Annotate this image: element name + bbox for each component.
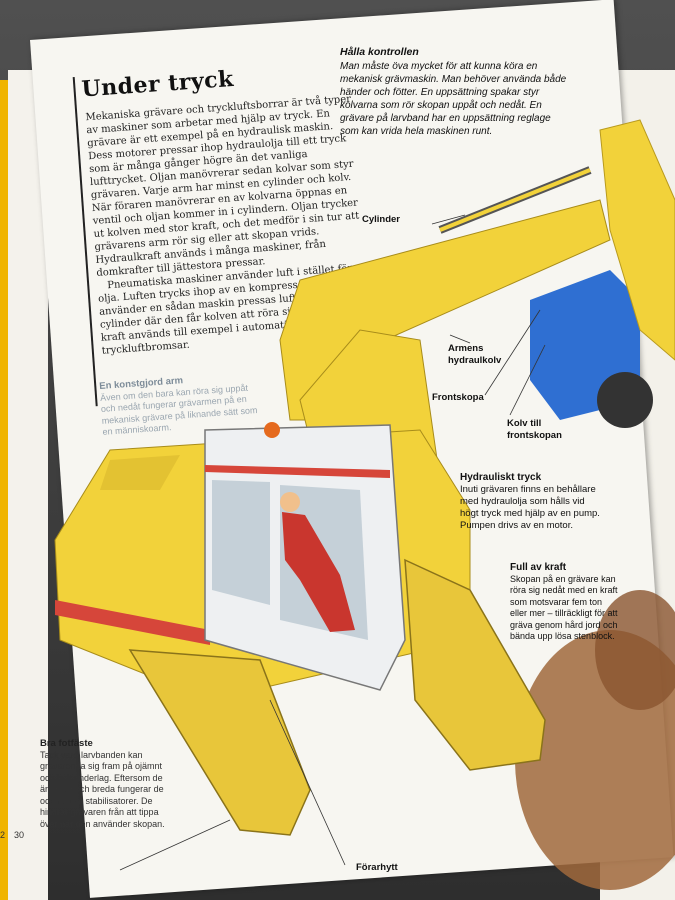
- caption-full-power-title: Full av kraft: [510, 562, 567, 573]
- caption-control-text: Man måste öva mycket för att kunna köra …: [340, 61, 567, 137]
- callout-lines: [119, 214, 546, 871]
- caption-full-power: Full av kraft Skopan på en grävare kan r…: [510, 562, 620, 643]
- caption-hydraulic-text: Inuti grävaren finns en behållare med hy…: [460, 484, 600, 531]
- caption-footing-text: Tack vare larvbanden kan grävaren ta sig…: [40, 749, 165, 829]
- callout-cab: Förarhytt: [356, 862, 398, 873]
- callout-arm-piston: Armens hydraulkolv: [448, 343, 502, 366]
- page-number: 30: [14, 830, 25, 840]
- caption-control: Hålla kontrollen Man måste öva mycket fö…: [340, 46, 570, 138]
- driver: [280, 492, 355, 632]
- tracks: [128, 558, 546, 836]
- cab: [204, 422, 406, 691]
- callout-cylinder: Cylinder: [362, 214, 401, 225]
- caption-control-title: Hålla kontrollen: [340, 46, 419, 58]
- caption-full-power-text: Skopan på en grävare kan röra sig nedåt …: [510, 573, 618, 642]
- blue-machine: [530, 270, 653, 428]
- caption-hydraulic-title: Hydrauliskt tryck: [460, 472, 542, 483]
- second-boom: [599, 119, 675, 361]
- caption-footing: Bra fotfäste Tack vare larvbanden kan gr…: [40, 738, 165, 830]
- prev-page-number: 2: [0, 830, 6, 840]
- soil-pile: [515, 590, 675, 890]
- callout-front-bucket: Frontskopa: [432, 392, 484, 403]
- caption-hydraulic-pressure: Hydrauliskt tryck Inuti grävaren finns e…: [460, 472, 600, 532]
- callout-bucket-piston: Kolv till frontskopan: [507, 418, 562, 441]
- caption-footing-title: Bra fotfäste: [40, 738, 93, 749]
